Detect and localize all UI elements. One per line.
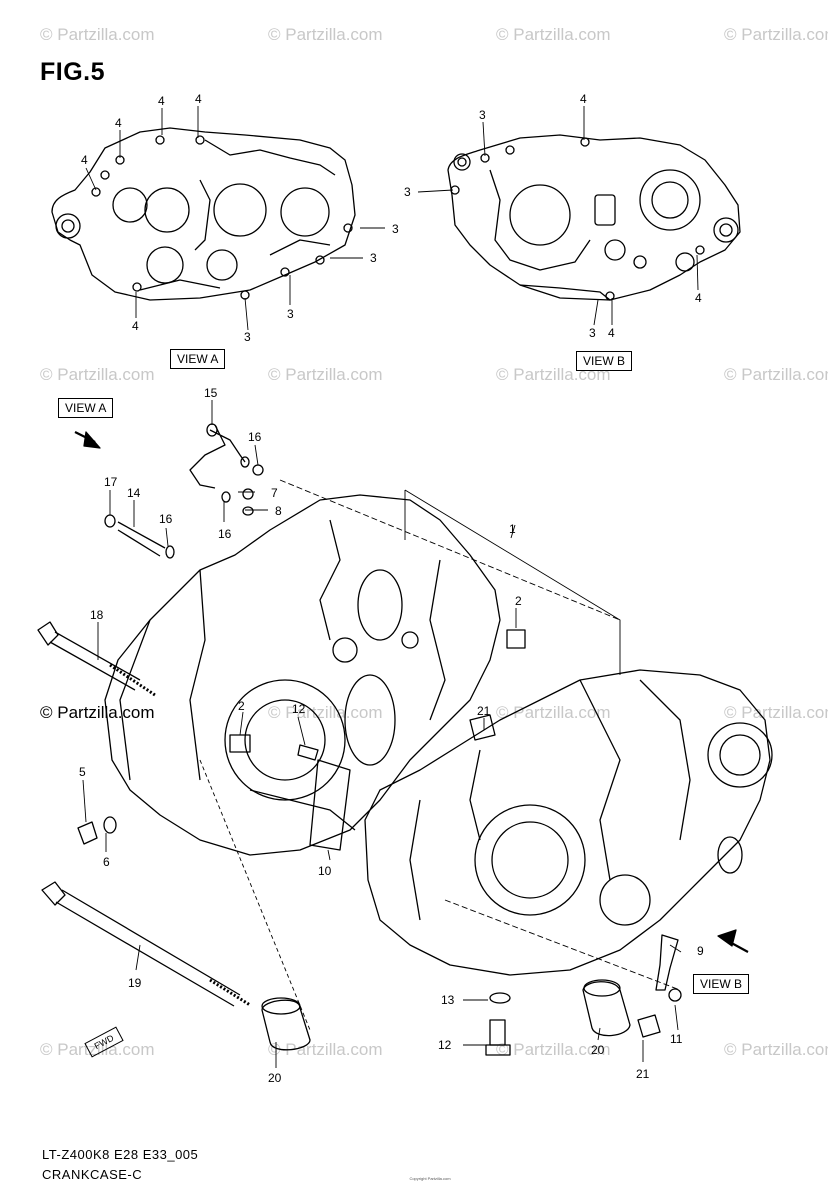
watermark: © Partzilla.com: [40, 365, 155, 384]
figure-label: FIG.5: [40, 58, 106, 86]
watermark: © Partzilla.com: [724, 365, 828, 384]
bushing-20: [582, 981, 631, 1037]
pin-part: [117, 521, 166, 557]
part-number-14: 14: [127, 486, 141, 500]
crankcase-view-b: [447, 134, 741, 301]
part-number-11: 11: [670, 1032, 683, 1046]
view-b-label: VIEW B: [576, 351, 633, 371]
part-number-9: 9: [697, 944, 704, 958]
watermark-dark: © Partzilla.com: [40, 703, 155, 722]
part-number-5: 5: [79, 765, 86, 779]
watermark: © Partzilla.com: [40, 25, 155, 44]
watermark: © Partzilla.com: [40, 1040, 155, 1059]
crankcase-view-a: [51, 127, 356, 301]
oil-pipe-part: [189, 424, 246, 489]
bolt-19: [41, 881, 251, 1007]
part-number-8: 8: [275, 504, 282, 518]
watermark: © Partzilla.com: [724, 703, 828, 722]
view-b-label: VIEW B: [693, 974, 750, 994]
callout-view-a: 4: [81, 153, 88, 167]
callout-view-b: 3: [404, 185, 411, 199]
callout-view-a: 4: [115, 116, 122, 130]
watermark: © Partzilla.com: [268, 25, 383, 44]
bushing-20: [261, 999, 311, 1051]
callout-view-a: 3: [392, 222, 399, 236]
callout-view-a: 3: [244, 330, 251, 344]
part-number-20: 20: [268, 1071, 282, 1085]
callout-view-b: 4: [580, 92, 587, 106]
part-number-20: 20: [591, 1043, 605, 1057]
callout-view-a: 4: [158, 94, 165, 108]
part-number-10: 10: [318, 864, 332, 878]
part-number-12: 12: [292, 702, 306, 716]
watermark: © Partzilla.com: [724, 25, 828, 44]
part-number-2: 2: [238, 699, 245, 713]
part-number-21: 21: [477, 704, 491, 718]
callout-view-a: 3: [370, 251, 377, 265]
callout-view-a: 3: [287, 307, 294, 321]
watermark: © Partzilla.com: [724, 1040, 828, 1059]
copyright-text: Copyright Partzilla.com: [409, 1176, 451, 1181]
part-number-12: 12: [438, 1038, 452, 1052]
part-number-18: 18: [90, 608, 104, 622]
part-number-13: 13: [441, 993, 455, 1007]
callout-view-a: 4: [195, 92, 202, 106]
part-number-6: 6: [103, 855, 110, 869]
view-b-leaders: [417, 106, 699, 326]
model-code: LT-Z400K8 E28 E33_005: [42, 1147, 199, 1162]
view-a-leaders: [85, 106, 385, 331]
crankcase-exploded: [104, 489, 773, 976]
part-number-19: 19: [128, 976, 142, 990]
part-number-15: 15: [204, 386, 218, 400]
part-number-2: 2: [515, 594, 522, 608]
watermark: © Partzilla.com: [268, 703, 383, 722]
watermark: © Partzilla.com: [268, 1040, 383, 1059]
callout-view-b: 4: [608, 326, 615, 340]
watermark: © Partzilla.com: [496, 25, 611, 44]
watermark: © Partzilla.com: [496, 1040, 611, 1059]
view-a-label: VIEW A: [170, 349, 226, 369]
section-name: CRANKCASE-C: [42, 1167, 143, 1182]
part-number-7: 7: [271, 486, 278, 500]
part-number-16: 16: [248, 430, 262, 444]
part-number-17: 17: [104, 475, 118, 489]
part-number-21: 21: [636, 1067, 650, 1081]
watermark: © Partzilla.com: [268, 365, 383, 384]
callout-view-b: 3: [589, 326, 596, 340]
bolt-18: [37, 621, 156, 697]
callout-view-b: 4: [695, 291, 702, 305]
part-number-16: 16: [159, 512, 173, 526]
view-a-label: VIEW A: [58, 398, 114, 418]
part-number-16: 16: [218, 527, 232, 541]
part-number-1: 1: [509, 522, 516, 536]
callout-view-b: 3: [479, 108, 486, 122]
callout-view-a: 4: [132, 319, 139, 333]
main-leaders: [82, 400, 682, 1068]
